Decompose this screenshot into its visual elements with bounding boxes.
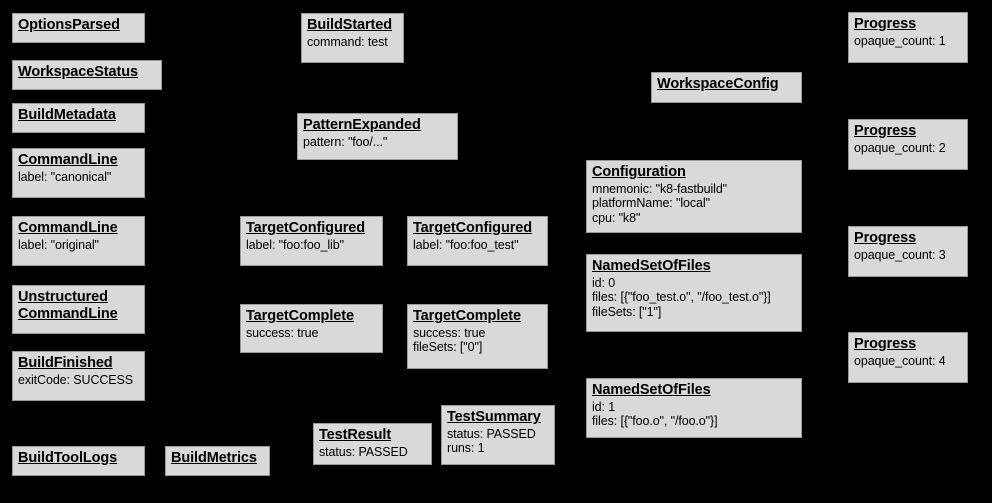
event-node-fields: command: test <box>307 35 398 50</box>
event-node-fields: pattern: "foo/..." <box>303 135 452 150</box>
event-node-title: BuildFinished <box>18 355 113 371</box>
event-node-field: status: PASSED <box>447 426 536 441</box>
event-node-field: command: test <box>307 34 388 49</box>
event-node-title: TargetComplete <box>413 308 521 324</box>
event-node-title: BuildStarted <box>307 17 393 33</box>
event-node-field: files: [{"foo.o", "/foo.o"}] <box>592 414 718 429</box>
event-node-field: cpu: "k8" <box>592 210 641 225</box>
event-node-workspace-config[interactable]: WorkspaceConfig <box>651 72 802 103</box>
event-node-field: exitCode: SUCCESS <box>18 372 134 387</box>
event-node-build-metadata[interactable]: BuildMetadata <box>12 103 145 133</box>
event-node-field: mnemonic: "k8-fastbuild" <box>592 181 728 196</box>
event-node-field: opaque_count: 3 <box>854 247 946 262</box>
event-node-field: success: true <box>246 325 319 340</box>
event-node-field: label: "canonical" <box>18 169 112 184</box>
event-node-fields: opaque_count: 2 <box>854 141 962 156</box>
event-node-title: Progress <box>854 230 917 246</box>
event-node-fields: opaque_count: 4 <box>854 354 962 369</box>
event-node-fields: opaque_count: 3 <box>854 248 962 263</box>
event-node-field: label: "foo:foo_test" <box>413 237 519 252</box>
event-node-field: pattern: "foo/..." <box>303 134 388 149</box>
event-node-build-tool-logs[interactable]: BuildToolLogs <box>12 446 145 476</box>
event-node-field: id: 0 <box>592 275 616 290</box>
event-node-title: TargetComplete <box>246 308 354 324</box>
event-node-field: label: "original" <box>18 237 99 252</box>
event-node-field: opaque_count: 1 <box>854 33 946 48</box>
event-node-fields: label: "original" <box>18 238 139 253</box>
event-node-fields: status: PASSED <box>319 445 426 460</box>
event-node-title: BuildToolLogs <box>18 450 118 466</box>
event-node-title: TargetConfigured <box>246 220 365 236</box>
event-node-fields: label: "canonical" <box>18 170 139 185</box>
event-node-title: NamedSetOfFiles <box>592 382 711 398</box>
event-node-title: Progress <box>854 336 917 352</box>
event-node-field: fileSets: ["0"] <box>413 340 483 355</box>
event-node-title: Configuration <box>592 164 686 180</box>
event-node-field: status: PASSED <box>319 444 408 459</box>
event-node-build-metrics[interactable]: BuildMetrics <box>165 446 270 476</box>
event-node-title: WorkspaceStatus <box>18 64 138 80</box>
event-node-title: PatternExpanded <box>303 117 421 133</box>
event-node-fields: mnemonic: "k8-fastbuild"platformName: "l… <box>592 182 796 226</box>
event-node-field: platformName: "local" <box>592 196 710 211</box>
event-node-title: NamedSetOfFiles <box>592 258 711 274</box>
event-node-field: id: 1 <box>592 399 616 414</box>
event-node-fields: label: "foo:foo_test" <box>413 238 542 253</box>
event-node-title: TestResult <box>319 427 392 443</box>
event-node-title: BuildMetrics <box>171 450 257 466</box>
event-node-field: files: [{"foo_test.o", "/foo_test.o"}] <box>592 290 771 305</box>
event-node-fields: opaque_count: 1 <box>854 34 962 49</box>
event-node-field: success: true <box>413 325 486 340</box>
event-node-title: WorkspaceConfig <box>657 76 779 92</box>
event-node-title: OptionsParsed <box>18 17 120 33</box>
event-node-field: opaque_count: 4 <box>854 353 946 368</box>
event-node-field: runs: 1 <box>447 441 485 456</box>
event-node-fields: success: true <box>246 326 377 341</box>
event-node-title: Unstructured CommandLine <box>18 289 118 322</box>
event-node-workspace-status[interactable]: WorkspaceStatus <box>12 60 162 90</box>
event-node-title: BuildMetadata <box>18 107 116 123</box>
event-node-options-parsed[interactable]: OptionsParsed <box>12 13 145 43</box>
event-node-title: Progress <box>854 16 917 32</box>
event-node-field: fileSets: ["1"] <box>592 304 662 319</box>
event-node-title: TargetConfigured <box>413 220 532 236</box>
event-node-field: opaque_count: 2 <box>854 140 946 155</box>
event-node-fields: label: "foo:foo_lib" <box>246 238 377 253</box>
event-node-title: CommandLine <box>18 152 118 168</box>
event-node-title: Progress <box>854 123 917 139</box>
event-node-title: CommandLine <box>18 220 118 236</box>
event-node-title: TestSummary <box>447 409 541 425</box>
event-node-fields: exitCode: SUCCESS <box>18 373 139 388</box>
event-node-field: label: "foo:foo_lib" <box>246 237 344 252</box>
event-node-unstructured-command-line[interactable]: Unstructured CommandLine <box>12 285 145 334</box>
